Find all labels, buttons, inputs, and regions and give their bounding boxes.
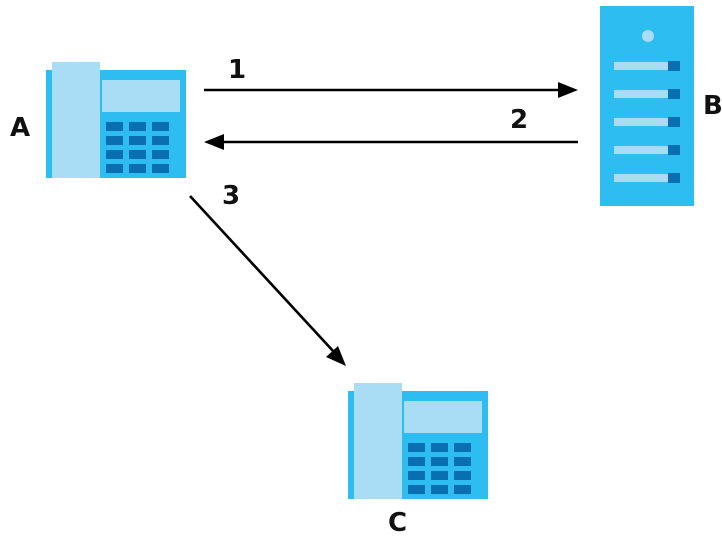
server-b-icon bbox=[600, 6, 694, 206]
arrow-1 bbox=[204, 82, 578, 98]
arrow-2 bbox=[204, 134, 578, 150]
step-2-label: 2 bbox=[510, 105, 528, 135]
step-1-label: 1 bbox=[228, 55, 246, 85]
node-a-label: A bbox=[10, 113, 30, 143]
step-3-label: 3 bbox=[222, 181, 240, 211]
arrow-3 bbox=[189, 195, 346, 366]
node-c-label: C bbox=[388, 508, 407, 538]
node-b-label: B bbox=[703, 91, 722, 121]
phone-a-icon bbox=[46, 62, 186, 178]
phone-c-icon bbox=[348, 383, 488, 499]
